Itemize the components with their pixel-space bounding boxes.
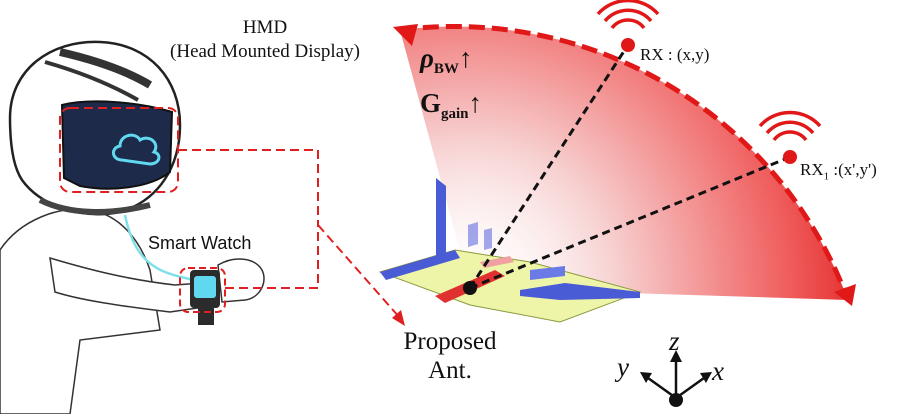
antenna-pointer-arrowhead: [392, 310, 405, 326]
person-illustration: [0, 40, 265, 414]
bandwidth-arrow: ↑: [458, 43, 473, 73]
bandwidth-symbol: ρ: [420, 43, 434, 73]
rx-label: RX : (x,y): [640, 45, 710, 64]
x-axis-label: x: [712, 356, 724, 386]
helmet-visor: [60, 100, 174, 190]
y-axis-label: y: [617, 352, 629, 382]
antenna-label-line2: Ant.: [428, 357, 472, 384]
gain-metric: Ggain↑: [420, 88, 482, 123]
bandwidth-metric: ρBW↑: [420, 43, 472, 78]
link-line-rx1: [469, 155, 791, 290]
smart-watch-device: [190, 270, 220, 325]
rx1-name: RX: [800, 160, 824, 179]
gain-subscript: gain: [441, 106, 469, 122]
rx1-label: RX1 :(x',y'): [800, 160, 877, 182]
z-axis-label: z: [669, 326, 680, 356]
gain-symbol: G: [420, 88, 442, 118]
rx1-subscript: 1: [823, 170, 830, 183]
watch-cable: [123, 214, 199, 284]
rx1-coords: :(x',y'): [829, 160, 877, 179]
wifi-signal-icon: [596, 0, 660, 52]
radiation-beam-sector: [400, 26, 848, 300]
antenna-label: Proposed Ant.: [395, 327, 505, 385]
watch-connector-line: [225, 225, 319, 289]
wifi-signal-icon-rx1: [758, 110, 822, 164]
coordinate-axes: [640, 350, 712, 407]
gain-arrow: ↑: [468, 88, 483, 118]
hmd-title-line2: (Head Mounted Display): [170, 41, 360, 62]
cloud-icon: [112, 133, 161, 166]
antenna-feed-point: [463, 281, 477, 295]
bandwidth-subscript: BW: [433, 61, 459, 77]
antenna-pointer-line: [317, 224, 401, 319]
beam-arc-arrowhead-right: [834, 284, 856, 306]
hmd-title-line1: HMD: [242, 17, 288, 38]
antenna-structure: [378, 178, 642, 323]
link-line-rx: [468, 44, 630, 289]
beam-arc-arrowhead-left: [393, 24, 418, 46]
beam-edge-arc: [399, 23, 851, 301]
antenna-label-line1: Proposed: [403, 328, 497, 355]
watch-highlight-box: [179, 267, 226, 313]
hmd-title: HMD (Head Mounted Display): [150, 16, 380, 64]
smart-watch-label: Smart Watch: [148, 233, 252, 253]
hmd-connector-line: [178, 149, 319, 225]
